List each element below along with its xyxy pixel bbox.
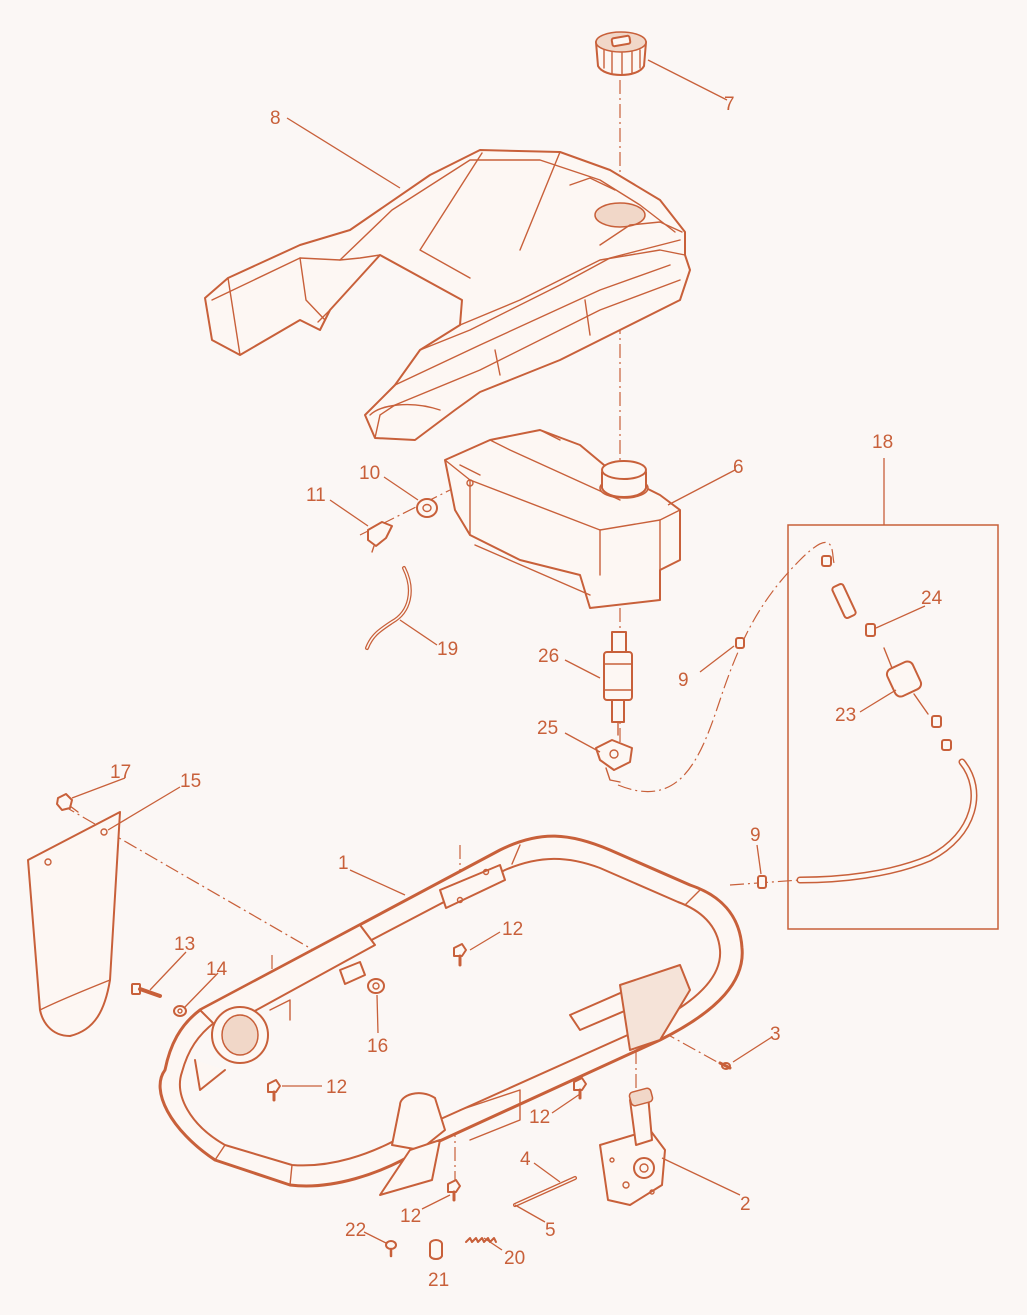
bolt-part-12-c (573, 1077, 587, 1100)
vent-hose-part-19 (365, 566, 412, 650)
callout-19: 19 (437, 639, 458, 660)
callout-11: 11 (306, 485, 326, 506)
throttle-lever-part-2 (599, 1087, 666, 1206)
callout-18: 18 (872, 432, 893, 453)
bushing-part-21 (429, 1239, 443, 1260)
callout-12-bottom: 12 (400, 1206, 421, 1227)
leader-lines (71, 59, 926, 1251)
bolt-part-13 (131, 983, 162, 998)
callout-3: 3 (770, 1024, 781, 1045)
callouts: 7 8 6 18 10 11 19 26 9 24 23 25 17 15 9 … (110, 94, 943, 1291)
spring-part-20 (465, 1237, 497, 1243)
bolt-part-12-d (447, 1179, 461, 1202)
callout-13: 13 (174, 934, 195, 955)
screw-part-22 (385, 1240, 397, 1258)
callout-1: 1 (338, 853, 349, 874)
bolt-part-12-a (453, 943, 467, 967)
fuel-cock-part-25 (595, 739, 633, 783)
elbow-fitting-part-11 (367, 521, 393, 553)
fuel-cap-part-7 (595, 31, 647, 76)
callout-5: 5 (545, 1220, 556, 1241)
washer-part-14 (173, 1005, 187, 1017)
fuel-line-kit-part-18 (787, 458, 999, 930)
callout-9-lower: 9 (750, 825, 761, 846)
fuel-valve-part-26 (603, 631, 633, 736)
callout-26: 26 (538, 646, 559, 667)
callout-2: 2 (740, 1194, 751, 1215)
callout-8: 8 (270, 108, 281, 129)
callout-20: 20 (504, 1248, 525, 1269)
fuel-tank-part-6 (444, 429, 681, 609)
callout-21: 21 (428, 1270, 449, 1291)
hose-clamp-part-9-upper (735, 637, 745, 649)
nut-part-16 (367, 978, 385, 994)
callout-17: 17 (110, 762, 131, 783)
screw-part-3 (718, 1061, 732, 1070)
callout-15: 15 (180, 771, 201, 792)
callout-12-right: 12 (529, 1107, 550, 1128)
bolt-part-17 (56, 793, 79, 813)
callout-7: 7 (724, 94, 735, 115)
callout-25: 25 (537, 718, 558, 739)
callout-14: 14 (206, 959, 228, 980)
callout-22: 22 (345, 1220, 366, 1241)
callout-10: 10 (359, 463, 380, 484)
callout-9-upper: 9 (678, 670, 689, 691)
callout-23: 23 (835, 705, 856, 726)
side-plate-part-15 (27, 811, 121, 1037)
callout-4: 4 (520, 1149, 531, 1170)
grommet-part-10 (416, 498, 438, 518)
callout-24: 24 (921, 588, 943, 609)
callout-12-top: 12 (502, 919, 523, 940)
callout-6: 6 (733, 457, 744, 478)
hose-clamp-part-9-lower (757, 875, 767, 889)
frame-part-1 (158, 834, 744, 1196)
cover-shroud-part-8 (204, 149, 691, 441)
pin-part-4 (513, 1176, 577, 1207)
callout-12-left: 12 (326, 1077, 347, 1098)
bolt-part-12-b (267, 1079, 281, 1102)
callout-16: 16 (367, 1036, 388, 1057)
